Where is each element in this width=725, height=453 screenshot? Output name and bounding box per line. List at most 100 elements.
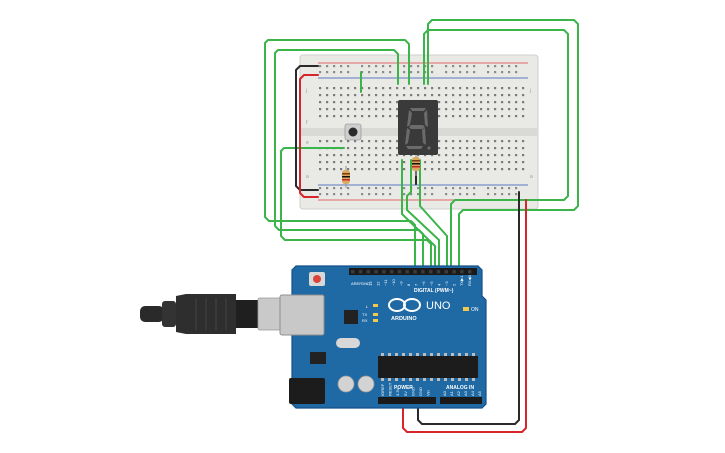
breadboard-hole — [452, 147, 455, 150]
arduino-uno-board[interactable]: ON L TX RX ARDUINO UNO DIGITAL (PWM~) AR… — [279, 265, 487, 409]
breadboard-hole — [494, 87, 497, 90]
digital-pin-label: 13 — [368, 281, 373, 286]
reset-button[interactable] — [309, 272, 325, 286]
breadboard-hole — [487, 187, 490, 190]
wire-green-bottom-3[interactable] — [401, 159, 436, 269]
breadboard-hole — [452, 161, 455, 164]
breadboard-hole — [361, 65, 364, 68]
breadboard-hole — [326, 193, 329, 196]
breadboard-hole — [382, 147, 385, 150]
digital-pin-label: 2 — [452, 283, 457, 286]
breadboard-hole — [522, 168, 525, 171]
breadboard-hole — [459, 87, 462, 90]
breadboard-hole — [459, 154, 462, 157]
breadboard-hole — [494, 193, 497, 196]
breadboard-hole — [445, 71, 448, 74]
breadboard-hole — [473, 71, 476, 74]
breadboard-hole — [522, 161, 525, 164]
breadboard-hole — [459, 65, 462, 68]
chip-pin — [381, 353, 384, 356]
wire-black-left-rail[interactable] — [295, 65, 319, 191]
breadboard-hole — [459, 108, 462, 111]
breadboard-hole — [501, 115, 504, 118]
breadboard-hole — [347, 154, 350, 157]
chip-pin — [472, 378, 475, 381]
breadboard-hole — [487, 115, 490, 118]
breadboard-hole — [382, 161, 385, 164]
breadboard-hole — [368, 147, 371, 150]
wire-green-button[interactable] — [280, 147, 432, 269]
wire-red-left-rail[interactable] — [299, 74, 319, 198]
breadboard-hole — [501, 65, 504, 68]
wire-green-right-2[interactable] — [423, 29, 569, 269]
breadboard-hole — [375, 168, 378, 171]
breadboard-hole — [417, 71, 420, 74]
breadboard-hole — [319, 187, 322, 190]
breadboard-hole — [508, 108, 511, 111]
wire-green-bottom-2[interactable] — [419, 159, 448, 269]
display-digit: 8 — [0, 0, 1, 1]
breadboard-hole — [501, 94, 504, 97]
breadboard-hole — [354, 154, 357, 157]
breadboard-hole — [375, 71, 378, 74]
breadboard-hole — [382, 115, 385, 118]
breadboard-hole — [333, 161, 336, 164]
analog-pin-label: A1 — [449, 390, 454, 396]
breadboard-hole — [515, 193, 518, 196]
breadboard-hole — [501, 108, 504, 111]
breadboard-hole — [382, 140, 385, 143]
breadboard-hole — [424, 65, 427, 68]
breadboard-hole — [501, 140, 504, 143]
breadboard-hole — [326, 168, 329, 171]
usb-cable[interactable] — [140, 294, 287, 334]
breadboard-hole — [354, 168, 357, 171]
breadboard-hole — [452, 65, 455, 68]
breadboard-hole — [452, 94, 455, 97]
breadboard-hole — [473, 147, 476, 150]
seven-segment-display[interactable]: 8 — [0, 0, 438, 155]
digital-pin-label: 4 — [436, 283, 441, 286]
wire-green-outer-left[interactable] — [264, 39, 416, 269]
wire-red-5v[interactable] — [402, 199, 527, 433]
breadboard-hole — [438, 101, 441, 104]
chip-pin — [409, 353, 412, 356]
wire-green-right-outer[interactable] — [427, 19, 579, 269]
breadboard-hole — [480, 147, 483, 150]
breadboard-hole — [522, 94, 525, 97]
wire-black-gnd[interactable] — [417, 191, 520, 425]
breadboard-hole — [487, 161, 490, 164]
breadboard-hole — [473, 108, 476, 111]
breadboard-hole — [445, 161, 448, 164]
power-header[interactable] — [378, 397, 436, 404]
atmega-chip — [378, 353, 478, 381]
breadboard-hole — [333, 187, 336, 190]
breadboard-hole — [368, 193, 371, 196]
wire-green-bottom-1[interactable] — [406, 159, 440, 269]
breadboard-hole — [382, 108, 385, 111]
breadboard-hole — [333, 115, 336, 118]
breadboard-hole — [361, 193, 364, 196]
breadboard-hole — [326, 187, 329, 190]
breadboard-hole — [326, 161, 329, 164]
breadboard-hole — [480, 168, 483, 171]
breadboard-hole — [354, 147, 357, 150]
breadboard-hole — [340, 108, 343, 111]
rx-label: RX — [362, 318, 368, 323]
breadboard-hole — [347, 94, 350, 97]
breadboard-hole — [347, 108, 350, 111]
digital-header[interactable] — [349, 268, 477, 275]
header-pin — [397, 270, 402, 274]
push-button[interactable] — [344, 123, 362, 141]
breadboard-hole — [466, 140, 469, 143]
breadboard-hole — [501, 187, 504, 190]
chip-pin — [402, 353, 405, 356]
analog-header[interactable] — [440, 397, 482, 404]
breadboard-hole — [522, 87, 525, 90]
breadboard-hole — [333, 94, 336, 97]
breadboard-hole — [319, 87, 322, 90]
breadboard-hole — [389, 65, 392, 68]
breadboard-hole — [508, 154, 511, 157]
push-button-cap[interactable] — [348, 127, 358, 137]
breadboard-hole — [326, 101, 329, 104]
